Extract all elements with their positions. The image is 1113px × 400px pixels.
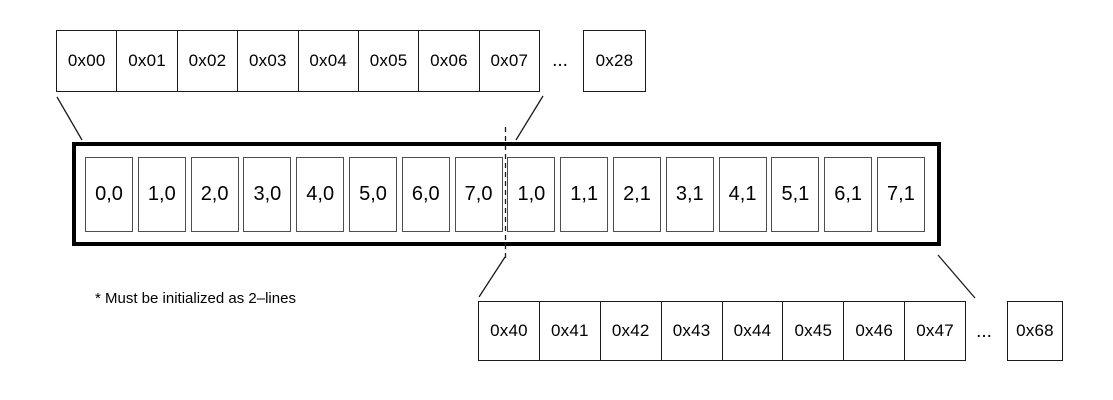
bottom-ellipsis: ... [976,321,992,342]
address-cell: 0x06 [418,31,478,91]
address-cell: 0x40 [490,321,528,340]
address-cell: 0x44 [721,302,783,360]
buffer-cell: 1,1 [560,156,609,232]
address-cell: 0x02 [176,31,237,91]
buffer-cell: 2,1 [612,156,661,232]
buffer-cell: 6,1 [824,156,873,232]
buffer-cell: 3,0 [243,156,292,232]
connector-bottom-right-line [937,254,976,299]
bottom-end-address-cell: 0x68 [1007,301,1063,361]
connector-bottom-left-line [478,256,506,298]
buffer-cell: 2,0 [190,156,239,232]
address-cell: 0x01 [116,31,176,91]
address-cell: 0x04 [297,31,358,91]
address-cell: 0x05 [357,31,418,91]
init-note: * Must be initialized as 2–lines [95,290,296,307]
buffer-cell: 7,1 [876,156,925,232]
address-cell: 0x00 [67,51,106,70]
buffer-cell: 5,1 [771,156,820,232]
buffer-cell: 1,0 [507,156,556,232]
buffer-cell: 3,1 [665,156,714,232]
address-cell: 0x42 [599,302,661,360]
address-cell: 0x03 [237,31,297,91]
buffer-cell: 4,0 [296,156,345,232]
buffer-cell: 1,0 [137,156,186,232]
address-cell: 0x43 [660,302,722,360]
connector-top-right-line [515,95,544,141]
address-cell: 0x07 [478,31,539,91]
buffer-cell: 4,1 [718,156,767,232]
buffer-cell: 7,0 [454,156,503,232]
address-cell: 0x47 [904,302,965,360]
buffer-cell: 0,0 [85,156,133,232]
buffer-cell: 6,0 [401,156,450,232]
top-ellipsis: ... [552,50,568,71]
connector-top-left-line [56,96,83,141]
address-cell: 0x41 [538,302,600,360]
top-end-address-cell: 0x28 [583,30,646,92]
address-cell: 0x46 [843,302,904,360]
address-cell: 0x45 [782,302,843,360]
buffer-cell: 5,0 [348,156,397,232]
